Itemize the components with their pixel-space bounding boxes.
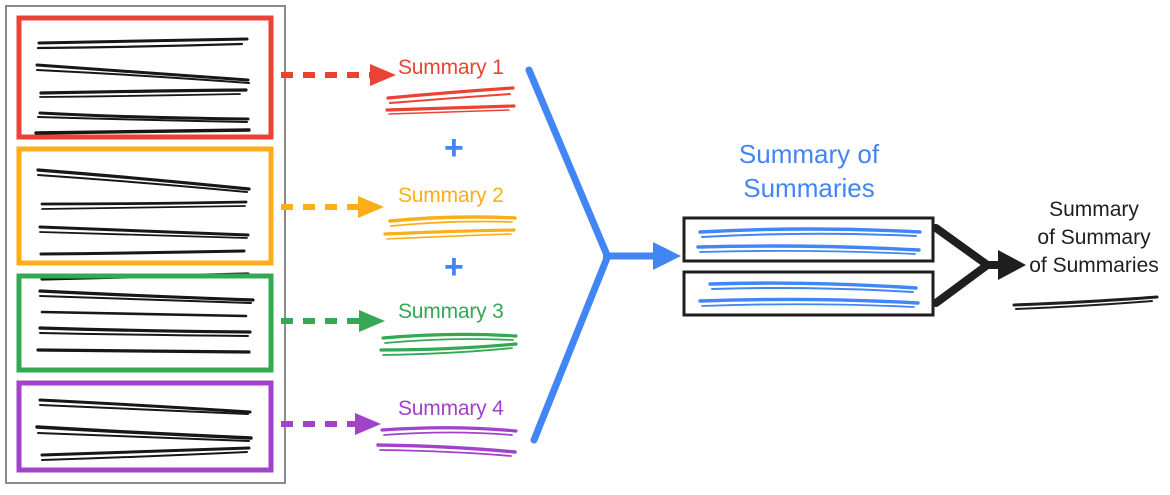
chunk-3-group[interactable] — [16, 273, 274, 373]
chunk-2-group[interactable] — [16, 146, 274, 281]
sos-box-1-scribble — [696, 227, 922, 255]
chunk-1-arrow — [281, 64, 396, 86]
source-document-outline — [5, 5, 286, 484]
final-title-line-3: of Summaries — [1029, 254, 1159, 277]
chunk-1-text-lines — [34, 37, 251, 135]
summary-2-label: Summary 2 — [398, 184, 504, 207]
plus-operator-1: + — [444, 129, 464, 167]
chunk-3-text-lines — [36, 289, 255, 354]
chunk-3-arrow — [281, 310, 385, 332]
chunk-3-box[interactable] — [16, 273, 274, 373]
chunk-4-box[interactable] — [16, 380, 274, 473]
chunk-4-text-lines — [35, 398, 253, 461]
sos-box-2[interactable] — [682, 270, 935, 317]
chunk-2-box[interactable] — [16, 146, 274, 266]
chunk-1-box[interactable] — [16, 15, 274, 140]
final-output-title: Summary of Summary of Summaries — [1020, 196, 1168, 280]
summary-of-summaries-title: Summary of Summaries — [690, 137, 928, 205]
sos-box-1[interactable] — [682, 216, 935, 263]
final-output-scribble — [1012, 295, 1159, 310]
summary-1-label: Summary 1 — [398, 56, 504, 79]
sos-title-line-1: Summary of — [738, 139, 880, 169]
chunk-4-arrow — [281, 413, 381, 435]
summary-3-scribble — [379, 332, 518, 356]
final-title-line-1: Summary — [1049, 198, 1139, 221]
summary-4-label: Summary 4 — [398, 397, 504, 420]
final-title-line-2: of Summary — [1037, 226, 1151, 249]
chunk-1-group[interactable] — [16, 15, 274, 140]
sos-box-2-group[interactable] — [682, 270, 935, 317]
summary-4-scribble — [376, 426, 518, 457]
plus-operator-2: + — [444, 248, 464, 286]
chunk-2-arrow — [281, 196, 384, 218]
summary-2-scribble — [383, 215, 517, 240]
sos-title-line-2: Summaries — [743, 173, 875, 203]
summary-3-label: Summary 3 — [398, 300, 504, 323]
black-merge-fork — [932, 224, 1026, 307]
sos-box-2-scribble — [698, 281, 920, 308]
chunk-4-group[interactable] — [16, 380, 274, 473]
summary-1-scribble — [385, 86, 516, 115]
blue-merge-fork — [525, 66, 681, 444]
sos-box-1-group[interactable] — [682, 216, 935, 263]
